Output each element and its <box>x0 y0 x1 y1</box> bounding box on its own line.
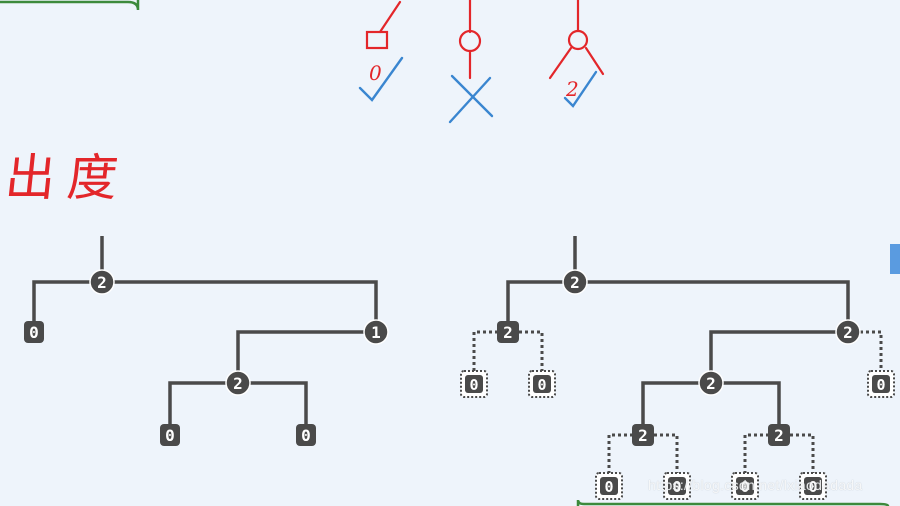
right-tree-node-d2: 0 <box>663 472 691 500</box>
svg-text:2: 2 <box>97 273 107 292</box>
left-tree-root-branches <box>32 280 378 332</box>
frame-top-left <box>0 0 140 11</box>
svg-text:2: 2 <box>706 374 716 393</box>
square-leaf-icon <box>378 0 402 34</box>
svg-text:0: 0 <box>29 323 39 342</box>
left-tree-right-child-branch <box>236 330 376 383</box>
left-tree-node-d: 0 <box>160 424 180 446</box>
right-tree-node-r: 2 <box>562 269 588 295</box>
square-leaf-icon-box <box>365 30 389 50</box>
svg-text:2: 2 <box>638 426 648 445</box>
svg-text:1: 1 <box>371 323 381 342</box>
left-tree-node-e: 0 <box>296 424 316 446</box>
svg-text:2: 2 <box>774 426 784 445</box>
check-icon-right <box>563 70 598 108</box>
svg-text:2: 2 <box>843 323 853 342</box>
right-tree-node-c: 2 <box>698 370 724 396</box>
left-tree-node-c: 2 <box>225 370 251 396</box>
svg-text:2: 2 <box>570 273 580 292</box>
left-tree-node-r: 2 <box>89 269 115 295</box>
right-tree-node-b: 2 <box>835 319 861 345</box>
right-tree: 2 2 2 0 0 2 0 2 <box>460 236 895 500</box>
cross-icon <box>448 74 494 124</box>
svg-text:0: 0 <box>604 478 613 496</box>
full-node-right-branch <box>584 46 605 76</box>
left-tree: 2 0 1 2 0 0 <box>24 236 389 446</box>
degree-label-two: 2 <box>565 77 579 101</box>
right-tree-node-c2: 2 <box>768 424 790 446</box>
svg-text:0: 0 <box>808 478 817 496</box>
handwritten-node-types <box>365 0 605 80</box>
right-tree-root-branches <box>506 280 850 332</box>
circle-node-icon <box>458 29 482 53</box>
frame-bottom-right <box>576 499 890 506</box>
right-tree-node-a1: 0 <box>460 370 488 398</box>
right-tree-node-d3: 0 <box>731 472 759 500</box>
svg-text:0: 0 <box>165 426 175 445</box>
svg-text:2: 2 <box>233 374 243 393</box>
right-tree-node-d1: 0 <box>595 472 623 500</box>
degree-label-zero: 0 <box>369 61 382 85</box>
full-node-icon <box>567 29 589 51</box>
watermark: https://blog.csdn.net/lxiaodadada <box>648 477 863 493</box>
out-degree-title: 出度 <box>2 149 133 207</box>
svg-text:0: 0 <box>301 426 311 445</box>
right-tree-b-null-branch <box>848 330 883 383</box>
check-icon <box>358 56 404 102</box>
left-tree-node-a: 0 <box>24 321 44 343</box>
right-tree-node-c1: 2 <box>632 424 654 446</box>
right-tree-node-a2: 0 <box>528 370 556 398</box>
svg-text:0: 0 <box>740 478 749 496</box>
full-node-left-branch <box>548 46 573 80</box>
left-tree-node-b: 1 <box>363 319 389 345</box>
svg-text:0: 0 <box>537 376 546 394</box>
svg-text:0: 0 <box>672 478 681 496</box>
right-tree-node-b2: 0 <box>867 370 895 398</box>
right-tree-node-d4: 0 <box>799 472 827 500</box>
svg-text:0: 0 <box>876 376 885 394</box>
svg-text:2: 2 <box>503 323 513 342</box>
svg-text:0: 0 <box>469 376 478 394</box>
blue-edge-tab <box>890 244 900 274</box>
right-tree-b-left-branch <box>709 330 848 383</box>
handwritten-marks <box>358 56 598 124</box>
right-tree-node-a: 2 <box>497 321 519 343</box>
